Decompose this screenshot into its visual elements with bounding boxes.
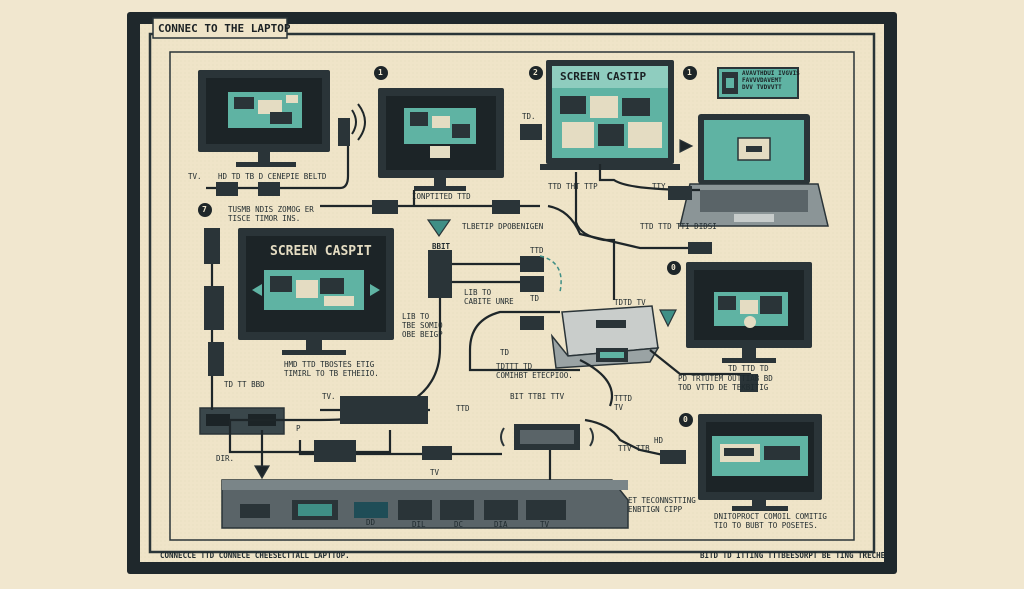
- logo-badge: [717, 67, 799, 99]
- label-usb-top: TD.: [522, 112, 536, 121]
- av-switch-bar: [221, 479, 629, 529]
- label-top-cable: TLBETIP DPOBENIGEN: [462, 222, 544, 231]
- label-tdtv: TDTD TV: [614, 298, 646, 307]
- arrows: [253, 139, 694, 480]
- label-hdmi-row: TTD TTD TTI DIDSI: [640, 222, 717, 231]
- port-label-3: DC: [454, 520, 464, 529]
- label-top-right-a: TTD THT TTP: [548, 182, 598, 191]
- header-tab: [152, 17, 288, 39]
- label-c2: TD: [500, 348, 510, 357]
- monitor-right-bottom: [698, 414, 822, 511]
- monitor-top-left: [198, 70, 330, 167]
- dashed-arrow: [539, 255, 562, 293]
- step-5-number: 0: [671, 263, 676, 272]
- port-label-2: DIL: [412, 520, 426, 529]
- logo-text: AVAVTHDUI IVGVIS FAVVVDAVEMT DVV TVDVVTT: [742, 70, 800, 91]
- monitor-top-center: [378, 88, 504, 191]
- label-monitor-caption: IONPTITED TTD: [412, 192, 471, 201]
- label-dr: DIR.: [216, 454, 235, 463]
- small-switch-box: [199, 407, 285, 435]
- label-tv-left: TV.: [188, 172, 202, 181]
- label-hub-caption: TDTTT TD COMIHBT ETECPIOO.: [496, 362, 573, 380]
- label-bottom-right: ET TECONNSTTING ENBTIGN CIPP: [628, 496, 696, 514]
- label-bottom-right2: DNITOPROCT COMOIL COMITIG TIO TO BUBT TO…: [714, 512, 827, 530]
- label-mid-tag2: TTD: [530, 246, 544, 255]
- header-title: CONNEC TO THE LAPTOP: [158, 22, 291, 35]
- label-hub-tv: TTTD TV: [614, 394, 633, 412]
- label-top-right-b: TTY: [652, 182, 666, 191]
- laptop-screen-castip: [540, 60, 680, 170]
- port-label-4: DIA: [494, 520, 508, 529]
- label-right-mid: TD: [530, 294, 540, 303]
- footer-right-caption: BITD TD ITTING TTTBEESORPT BE TING TRECH…: [700, 551, 886, 560]
- label-ttd-low: TTD: [456, 404, 470, 413]
- footer-left-caption: CONNECCE TTD CONNECE CHEESECTTALL LAPTTO…: [160, 551, 350, 560]
- monitor-right-mid: [686, 262, 812, 363]
- step-markers: [198, 66, 697, 427]
- label-lib: LIB TO TBE SOMIO OBE BEIGP: [402, 312, 443, 339]
- cast-hub: [550, 305, 660, 369]
- label-mid-tag1: BBIT: [432, 242, 451, 251]
- label-c1: LIB TO CABITE UNRE: [464, 288, 514, 306]
- laptop-screen-title: SCREEN CASTIP: [560, 70, 647, 83]
- label-rtv: TTV TTB: [618, 444, 650, 453]
- port-label-5: TV: [540, 520, 550, 529]
- monitor-screen-title: SCREEN CASPIT: [270, 244, 372, 259]
- step-4-number: 7: [202, 205, 207, 214]
- label-tv-lower: TV: [430, 468, 440, 477]
- step-3-number: 1: [687, 68, 692, 77]
- label-right-tv-caption: TD TTD TD: [728, 364, 769, 373]
- label-cable-left: HD TD TB D CENEPIE BELTD: [218, 172, 327, 181]
- port-label-1: DD: [366, 518, 376, 527]
- wifi-signal-icon: [351, 103, 366, 141]
- label-hd: HD: [654, 436, 664, 445]
- label-instruction-left: TUSMB NDIS ZOMOG ER TISCE TIMOR INS.: [228, 205, 314, 223]
- inner-border-2: [169, 51, 855, 541]
- cast-dongle: [500, 424, 594, 450]
- monitor-screen-caspit: [238, 228, 394, 355]
- label-tv-mid: TV.: [322, 392, 336, 401]
- label-bb: BIT TTBI TTV: [510, 392, 565, 401]
- step-2-number: 2: [533, 68, 538, 77]
- inner-border: [148, 32, 876, 554]
- step-6-number: 0: [683, 415, 688, 424]
- usb-connectors: [204, 118, 758, 464]
- laptop-right: [679, 114, 829, 227]
- label-p: P: [296, 424, 301, 433]
- step-1-number: 1: [378, 68, 383, 77]
- label-ten-bb: TD TT BBD: [224, 380, 265, 389]
- label-bottom-left-caption: HMD TTD TBOSTES ETIG TIMIRL TO TB ETHEII…: [284, 360, 379, 378]
- label-right-tv-caption2: PD TRTUTEM OUTTIAB BD TOD VTTD DE TEKBIT…: [678, 374, 773, 392]
